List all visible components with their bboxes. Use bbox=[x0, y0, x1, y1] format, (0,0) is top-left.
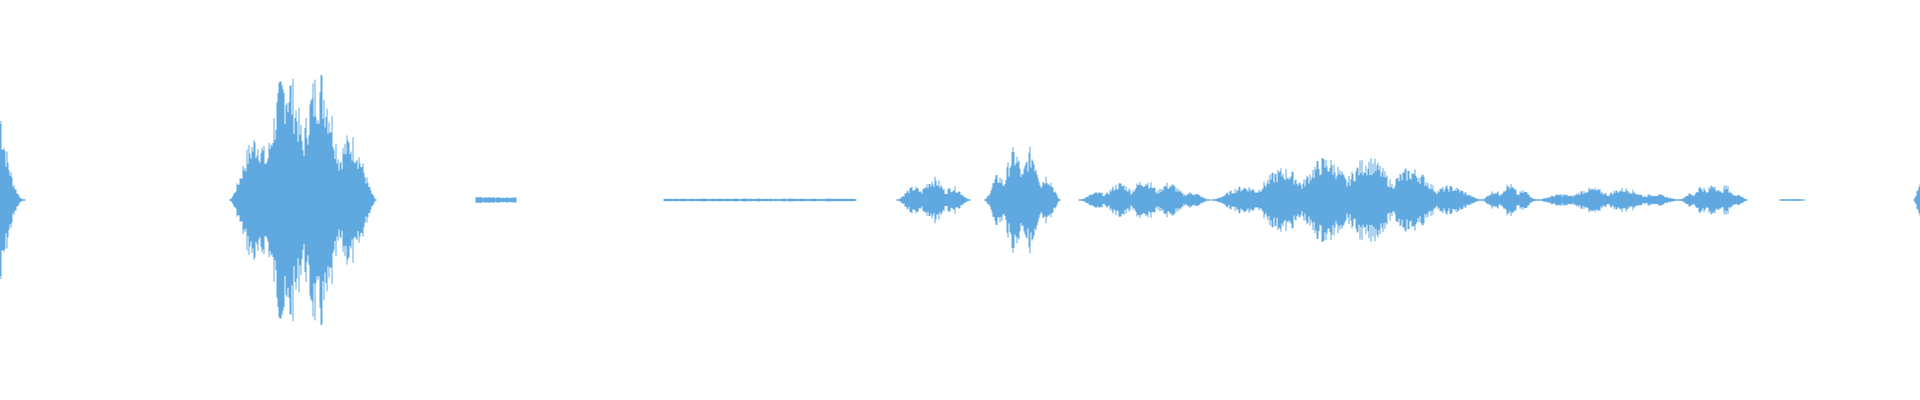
waveform-segment bbox=[1913, 183, 1920, 217]
waveform-segment bbox=[1481, 184, 1537, 216]
waveform-segment bbox=[475, 197, 517, 203]
waveform-bars bbox=[0, 75, 1920, 325]
waveform-segment bbox=[1211, 157, 1483, 243]
waveform-segment bbox=[896, 176, 971, 224]
waveform-segment bbox=[1078, 181, 1211, 219]
waveform-segment bbox=[0, 120, 26, 280]
waveform-segment bbox=[984, 146, 1061, 254]
waveform-segment bbox=[663, 198, 857, 202]
waveform-segment bbox=[1679, 185, 1748, 215]
waveform-segment bbox=[229, 75, 377, 325]
waveform-segment bbox=[1535, 187, 1681, 213]
